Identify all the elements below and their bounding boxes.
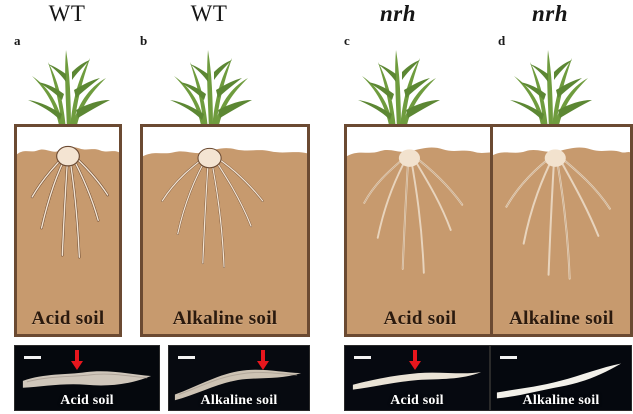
genotype-label-d: nrh xyxy=(531,1,569,26)
photo-label-d: Alkaline soil xyxy=(522,393,600,408)
panel-d: nrh d xyxy=(480,0,633,414)
soil-label-d: Alkaline soil xyxy=(509,308,614,329)
scale-bar-b xyxy=(178,356,195,359)
scale-bar-d xyxy=(500,356,517,359)
photo-label-a: Acid soil xyxy=(60,393,114,408)
genotype-label-c: nrh xyxy=(379,1,417,26)
soil-label-c: Acid soil xyxy=(383,308,457,329)
panel-letter-b: b xyxy=(140,33,148,48)
grass-shoot-d xyxy=(480,44,620,130)
panel-letter-a: a xyxy=(14,33,21,48)
soil-label-b: Alkaline soil xyxy=(172,308,278,329)
arrow-marker-c xyxy=(408,350,422,370)
root-photo-c: Acid soil xyxy=(344,345,490,411)
genotype-label-b: WT xyxy=(190,1,228,26)
root-photo-b: Alkaline soil xyxy=(168,345,310,411)
soil-box-d: Alkaline soil xyxy=(490,124,633,337)
root-photo-d: Alkaline soil xyxy=(490,345,632,411)
panel-c: nrh c xyxy=(330,0,496,414)
soil-box-b: Alkaline soil xyxy=(140,124,310,337)
arrow-marker-a xyxy=(70,350,84,370)
soil-label-a: Acid soil xyxy=(31,308,105,329)
grass-shoot-b xyxy=(134,44,284,130)
photo-label-b: Alkaline soil xyxy=(200,393,278,408)
panel-letter-c: c xyxy=(344,33,350,48)
grass-shoot-a xyxy=(0,44,134,130)
root-photo-a: Acid soil xyxy=(14,345,160,411)
soil-box-c: Acid soil xyxy=(344,124,496,337)
soil-box-a: Acid soil xyxy=(14,124,122,337)
panel-letter-d: d xyxy=(498,33,506,48)
scale-bar-a xyxy=(24,356,41,359)
genotype-label-a: WT xyxy=(48,1,86,26)
photo-label-c: Acid soil xyxy=(390,393,444,408)
grass-shoot-c xyxy=(330,44,466,130)
arrow-marker-b xyxy=(256,350,270,370)
scale-bar-c xyxy=(354,356,371,359)
panel-b: WT b xyxy=(134,0,310,414)
panel-a: WT a xyxy=(0,0,160,414)
